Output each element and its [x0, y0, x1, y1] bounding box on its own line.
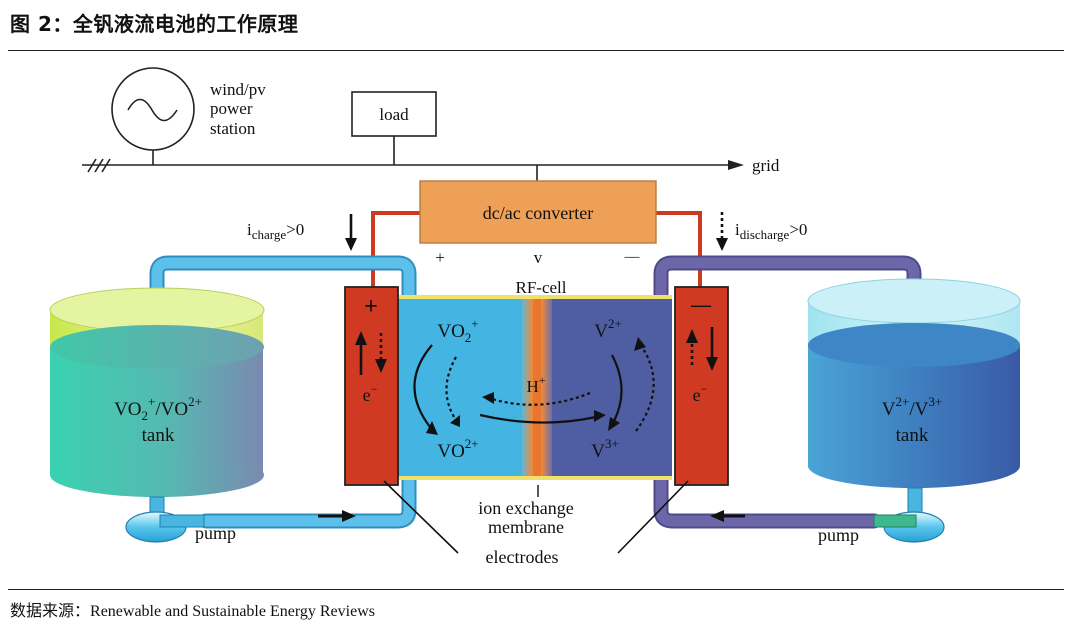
right-flow-arrow — [710, 510, 745, 522]
electrodes-label: electrodes — [486, 547, 559, 567]
proton-left-arrowhead-icon — [482, 392, 494, 404]
load-box: load — [351, 91, 437, 165]
discharge-current-indicator: idischarge>0 — [716, 212, 807, 251]
left-pump: pump — [125, 496, 236, 543]
right-outer-arrowhead-icon — [634, 337, 646, 351]
proton-right-arrowhead-icon — [594, 410, 606, 422]
right-pump: pump — [818, 487, 945, 545]
electrodes-pointers — [383, 480, 689, 554]
power-station-label-line3: station — [210, 119, 256, 138]
right-pipe — [653, 255, 922, 529]
power-station-label-line2: power — [210, 99, 253, 118]
power-station: wind/pv power station — [111, 67, 266, 165]
figure-source: 数据来源：Renewable and Sustainable Energy Re… — [10, 597, 375, 621]
right-pump-label: pump — [818, 525, 859, 545]
left-reaction-arrows — [413, 344, 460, 435]
converter-label: dc/ac converter — [483, 203, 593, 223]
discharge-arrow-icon — [716, 238, 728, 251]
i-charge-label: icharge>0 — [247, 220, 304, 242]
dc-ac-converter: dc/ac converter — [419, 180, 657, 244]
grid-label: grid — [752, 156, 780, 175]
charge-current-indicator: icharge>0 — [247, 214, 357, 251]
vanadium-flow-battery-diagram: wind/pv power station load grid dc/ac co… — [49, 67, 1021, 567]
charge-arrow-icon — [345, 238, 357, 251]
positive-electrode-sign: + — [364, 294, 378, 320]
figure-title: 图 2：全钒液流电池的工作原理 — [10, 12, 299, 36]
converter-minus-label: — — [624, 249, 641, 265]
left-tank-label-line2: tank — [142, 425, 175, 446]
left-top-ion-label: VO2+ — [437, 316, 478, 345]
left-tank: VO2+/VO2+ tank — [49, 287, 265, 497]
left-pipe — [149, 255, 417, 529]
proton-label: H+ — [526, 373, 545, 396]
right-tank-label-line2: tank — [896, 425, 929, 446]
membrane-strip — [533, 299, 541, 476]
sine-wave-icon — [127, 98, 178, 122]
right-top-ion-label: V2+ — [594, 316, 622, 342]
left-flow-arrow — [318, 510, 356, 522]
i-discharge-label: idischarge>0 — [735, 220, 807, 242]
right-tank-label-line1: V2+/V3+ — [882, 394, 942, 420]
negative-electrode-sign: — — [690, 294, 712, 316]
grid-arrowhead-icon — [728, 160, 744, 170]
electron-down-dashed-arrow-icon — [375, 359, 387, 373]
positive-electron-label: e− — [363, 382, 378, 405]
membrane-label-line2: membrane — [488, 517, 564, 537]
negative-electron-label: e− — [693, 382, 708, 405]
electron-up-dashed-arrow-icon — [686, 329, 698, 343]
rf-cell: RF-cell — [398, 278, 672, 480]
left-flow-arrowhead-icon — [342, 510, 356, 522]
right-bottom-ion-label: V3+ — [591, 436, 619, 462]
proton-arrows — [479, 391, 606, 424]
right-tank: V2+/V3+ tank — [807, 278, 1021, 488]
negative-electrode: — e− — [674, 286, 729, 486]
left-tank-label-line1: VO2+/VO2+ — [114, 394, 202, 423]
load-label: load — [379, 105, 409, 124]
grid-line: grid — [82, 156, 780, 181]
right-inner-arrowhead-icon — [608, 417, 620, 431]
positive-electrode: + e− — [344, 286, 399, 486]
bottom-rule — [8, 589, 1064, 590]
electron-up-arrow-icon — [355, 331, 367, 345]
ac-source-icon — [111, 67, 195, 151]
converter-v-label: v — [534, 248, 543, 267]
left-pump-label: pump — [195, 523, 236, 543]
source-label: 数据来源： — [10, 601, 91, 620]
source-text: Renewable and Sustainable Energy Reviews — [90, 603, 375, 620]
top-rule — [8, 50, 1064, 51]
left-outer-arrowhead-icon — [426, 421, 438, 435]
rf-cell-label: RF-cell — [516, 278, 567, 297]
right-flow-arrowhead-icon — [710, 510, 724, 522]
left-bottom-ion-label: VO2+ — [437, 436, 478, 462]
converter-plus-label: + — [435, 248, 445, 267]
electron-down-arrow-icon — [706, 357, 718, 371]
power-station-label-line1: wind/pv — [210, 80, 266, 99]
right-reaction-arrows — [608, 337, 655, 432]
left-inner-arrowhead-icon — [450, 415, 460, 427]
membrane-label-line1: ion exchange — [478, 498, 573, 518]
